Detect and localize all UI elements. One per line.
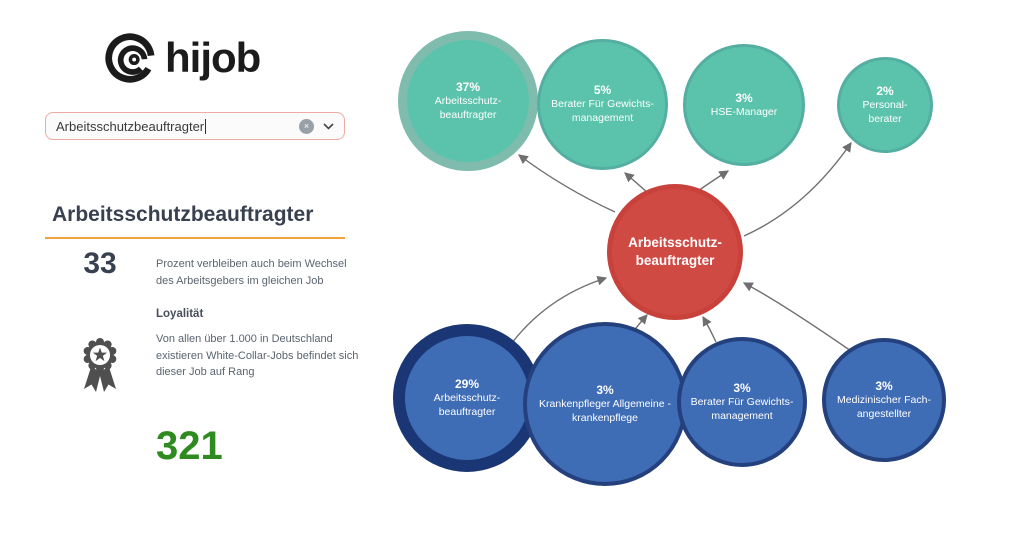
bubble-name-line1: Berater Für Gewichts- <box>690 395 794 408</box>
search-input-value[interactable]: Arbeitsschutzbeauftragter <box>56 118 205 134</box>
bubble-name-line2: beauftragter <box>438 405 496 418</box>
next-job-bubble-3[interactable]: 2% Personal- berater <box>837 57 933 153</box>
job-title: Arbeitsschutzbeauftragter <box>52 203 314 226</box>
arrow-center-to-next-2 <box>697 170 730 192</box>
previous-job-bubble-3[interactable]: 3% Medizinischer Fach- angestellter <box>822 338 946 462</box>
bubble-name-line2: management <box>711 409 773 422</box>
hijob-logo-icon <box>105 33 155 83</box>
rank-description: Von allen über 1.000 in Deutschland exis… <box>156 333 359 378</box>
bubble-name-line2: krankenpflege <box>572 411 638 424</box>
bubble-name-line1: Personal- <box>862 98 908 111</box>
bubble-name-line1: Arbeitsschutz- <box>628 234 722 250</box>
next-job-bubble-1[interactable]: 5% Berater Für Gewichts- management <box>537 39 668 170</box>
bubble-name-line1: Berater Für Gewichts- <box>551 98 654 111</box>
bubble-percent: 3% <box>733 380 751 395</box>
bubble-name-line2: angestellter <box>856 407 912 420</box>
brand-name: hijob <box>165 34 261 81</box>
bubble-percent: 2% <box>876 83 894 98</box>
previous-job-bubble-0[interactable]: 29% Arbeitsschutz- beauftragter <box>393 324 541 472</box>
bubble-percent: 3% <box>875 378 893 393</box>
bubble-name-line1: Arbeitsschutz- <box>433 391 501 404</box>
bubble-name-line1: Arbeitsschutz- <box>434 94 502 107</box>
bubble-name-line2: beauftragter <box>635 253 715 268</box>
clear-search-icon[interactable] <box>299 118 314 134</box>
bubble-percent: 5% <box>593 83 612 98</box>
bubble-percent: 3% <box>596 382 614 397</box>
bubble-name-line2: berater <box>868 112 902 125</box>
bubble-name-line2: beauftragter <box>439 108 497 121</box>
bubble-percent: 37% <box>455 79 481 94</box>
loyalty-label: Loyalität <box>156 308 204 320</box>
bubble-name-line1: Krankenpfleger Allgemeine - <box>539 397 671 410</box>
rosette-badge-icon <box>83 338 117 392</box>
bubble-percent: 3% <box>735 90 753 105</box>
text-cursor <box>205 118 207 134</box>
previous-job-bubble-2[interactable]: 3% Berater Für Gewichts- management <box>677 337 807 467</box>
next-job-bubble-2[interactable]: 3% HSE-Manager <box>683 44 805 166</box>
chevron-down-icon[interactable] <box>323 122 334 130</box>
bubble-name-line1: Medizinischer Fach- <box>837 393 931 406</box>
bubble-name-line1: HSE-Manager <box>710 105 778 118</box>
job-search-combobox[interactable]: Arbeitsschutzbeauftragter <box>45 112 345 140</box>
next-job-bubble-0[interactable]: 37% Arbeitsschutz- beauftragter <box>398 31 538 171</box>
previous-job-bubble-1[interactable]: 3% Krankenpfleger Allgemeine - krankenpf… <box>523 322 687 486</box>
title-underline <box>45 237 345 239</box>
bubble-name-line2: management <box>571 112 634 124</box>
brand-logo: hijob <box>102 30 261 86</box>
current-job-bubble[interactable]: Arbeitsschutz- beauftragter <box>607 184 743 320</box>
arrow-prev-2-to-center <box>702 315 717 343</box>
bubble-percent: 29% <box>454 376 480 391</box>
retention-description: Prozent verbleiben auch beim Wechsel des… <box>156 258 347 287</box>
retention-value: 33 <box>83 247 117 280</box>
rank-value: 321 <box>156 424 223 468</box>
